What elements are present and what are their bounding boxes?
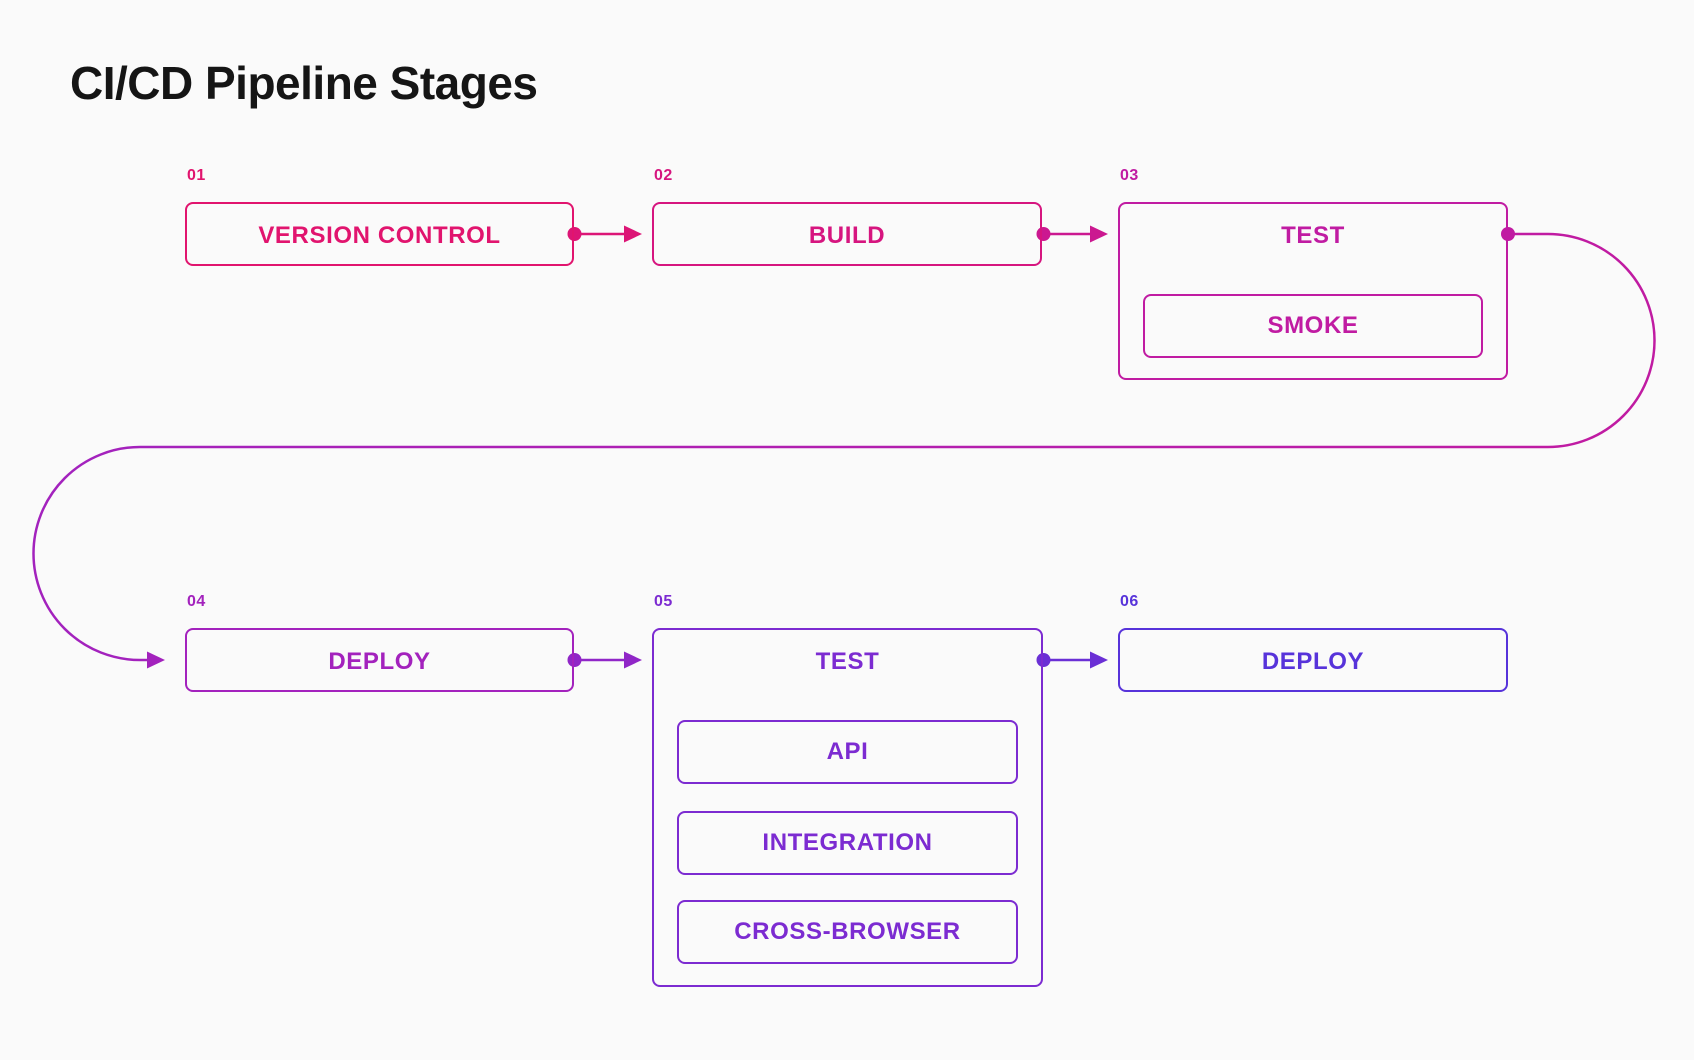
stage-box: DEPLOY — [1118, 628, 1508, 692]
substage-smoke: SMOKE — [1143, 294, 1483, 358]
stage-label: BUILD — [808, 222, 886, 249]
stage-02-build: 02 BUILD — [652, 168, 1042, 266]
arrowhead-icon — [147, 651, 165, 669]
stage-box: TEST API INTEGRATION CROSS-BROWSER — [652, 628, 1043, 987]
substage-integration: INTEGRATION — [677, 811, 1018, 875]
stage-label: DEPLOY — [1261, 648, 1365, 675]
connector-05-06 — [1036, 651, 1108, 669]
stage-number: 05 — [654, 593, 673, 610]
stage-number: 06 — [1120, 593, 1139, 610]
stage-06-deploy: 06 DEPLOY — [1118, 594, 1508, 692]
arrowhead-icon — [1090, 225, 1108, 243]
stage-number: 01 — [187, 167, 206, 184]
stage-05-test: 05 TEST API INTEGRATION CROSS-BROWSER — [652, 594, 1043, 987]
stage-label: VERSION CONTROL — [258, 222, 501, 249]
stage-box: TEST SMOKE — [1118, 202, 1508, 380]
stage-04-deploy: 04 DEPLOY — [185, 594, 574, 692]
substage-api: API — [677, 720, 1018, 784]
connector-01-02 — [567, 225, 642, 243]
substage-cross-browser: CROSS-BROWSER — [677, 900, 1018, 964]
arrowhead-icon — [1090, 651, 1108, 669]
stage-number: 03 — [1120, 167, 1139, 184]
diagram-title: CI/CD Pipeline Stages — [70, 57, 538, 109]
stage-01-version-control: 01 VERSION CONTROL — [185, 168, 574, 266]
arrowhead-icon — [624, 225, 642, 243]
stage-label: TEST — [1281, 222, 1345, 249]
stage-box: VERSION CONTROL — [185, 202, 574, 266]
stage-label: TEST — [815, 648, 880, 675]
stage-03-test: 03 TEST SMOKE — [1118, 168, 1508, 380]
arrowhead-icon — [624, 651, 642, 669]
stage-number: 04 — [187, 593, 206, 610]
connector-04-05 — [567, 651, 642, 669]
stage-label: DEPLOY — [328, 648, 431, 675]
connector-02-03 — [1036, 225, 1108, 243]
stage-box: DEPLOY — [185, 628, 574, 692]
stage-number: 02 — [654, 167, 673, 184]
stage-box: BUILD — [652, 202, 1042, 266]
